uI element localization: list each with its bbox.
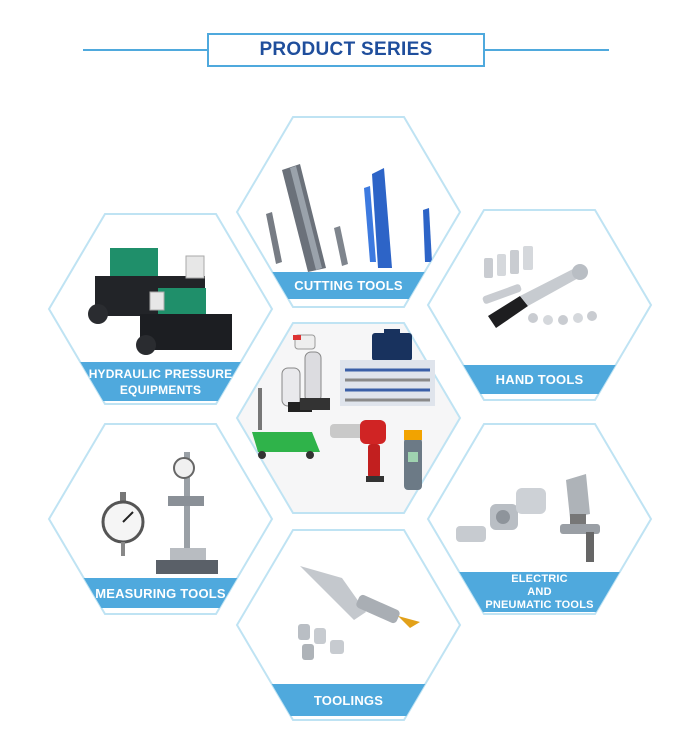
end-mill-icon [282, 164, 326, 272]
hydraulic-text-line1: HYDRAULIC PRESSURE [88, 366, 233, 381]
section-header: PRODUCT SERIES [207, 33, 485, 67]
center-hex-frame [235, 322, 462, 514]
reamer-icon [266, 212, 348, 266]
clamp-meter-icon [404, 430, 422, 490]
socket-set-icon [484, 246, 597, 325]
electric-text-line1: ELECTRIC [511, 572, 568, 585]
cutting-tools-text: CUTTING TOOLS [294, 278, 403, 293]
wrench-set-icon [340, 360, 435, 406]
hand-hex-frame [426, 209, 653, 401]
drill-bit-icon [364, 168, 432, 268]
toolings-hex-frame [235, 529, 462, 721]
height-gauge-stand-icon [156, 452, 218, 574]
center-hexagon[interactable] [235, 322, 462, 514]
section-title: PRODUCT SERIES [259, 39, 433, 60]
dial-indicator-icon [101, 492, 145, 556]
cutting-tools-label: CUTTING TOOLS [237, 272, 460, 299]
measuring-tools-hexagon[interactable] [47, 423, 274, 615]
measuring-tools-text: MEASURING TOOLS [95, 585, 226, 601]
tool-holder-icon [300, 566, 420, 628]
electric-text-line2: AND [527, 585, 552, 598]
toolings-text: TOOLINGS [313, 692, 384, 708]
electric-hex-frame [426, 423, 653, 615]
ratchet-wrench-icon [482, 264, 588, 328]
hydraulic-label: HYDRAULIC PRESSURE EQUIPMENTS [49, 362, 272, 401]
electric-text-line3: PNEUMATIC TOOLS [485, 598, 594, 611]
electric-pneumatic-label: ELECTRIC AND PNEUMATIC TOOLS [428, 572, 651, 612]
hand-cart-icon [252, 388, 320, 459]
power-drill-icon [330, 420, 386, 482]
cutting-hex-frame [235, 116, 462, 308]
measuring-tools-label: MEASURING TOOLS [49, 578, 272, 608]
hand-tools-label: HAND TOOLS [428, 365, 651, 394]
toolings-label: TOOLINGS [237, 684, 460, 716]
header-divider-left [83, 49, 207, 51]
solenoid-valve-icon [136, 288, 232, 355]
robot-arm-icon [281, 334, 330, 412]
header-divider-right [485, 49, 609, 51]
spray-gun-icon [560, 474, 600, 562]
hand-tools-text: HAND TOOLS [495, 372, 584, 387]
toolings-hexagon[interactable] [235, 529, 462, 721]
collet-set-icon [298, 624, 344, 660]
hydraulic-text-line2: EQUIPMENTS [119, 382, 202, 397]
quick-coupler-icon [456, 488, 546, 542]
